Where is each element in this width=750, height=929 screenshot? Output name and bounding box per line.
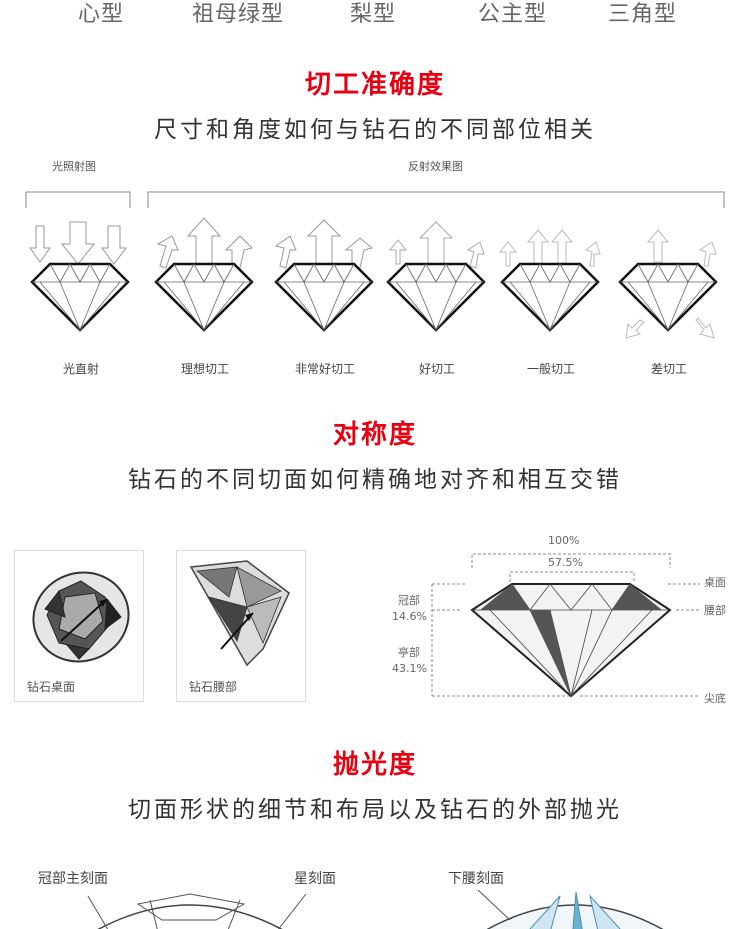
polish-diagram: [87, 889, 664, 929]
polish-title: 抛光度: [332, 750, 417, 780]
photo2-caption: 钻石腰部: [189, 680, 238, 694]
diamond-ideal: [154, 262, 254, 332]
diamond-poor: [618, 262, 718, 332]
girdle-label: 腰部: [704, 604, 726, 617]
label-ideal: 理想切工: [180, 362, 229, 376]
diamond-table-photo: 钻石桌面: [14, 550, 144, 702]
label-good: 好切工: [418, 362, 455, 376]
diamond-good: [386, 262, 486, 332]
table-label: 桌面: [704, 576, 726, 589]
cut-title: 切工准确度: [304, 70, 445, 100]
crown-label: 冠部: [398, 594, 420, 607]
label-star: 星刻面: [294, 871, 336, 887]
label-crown-main: 冠部主刻面: [38, 871, 108, 887]
diamond-very-good: [274, 262, 374, 332]
shape-pear: 梨型: [350, 2, 397, 27]
shape-emerald: 祖母绿型: [192, 2, 285, 27]
shape-triangle: 三角型: [608, 2, 678, 27]
pct-total: 100%: [548, 534, 580, 547]
diamond-girdle-photo: 钻石腰部: [176, 550, 306, 702]
diamond-fair: [500, 262, 600, 332]
pct-table: 57.5%: [548, 556, 583, 569]
label-fair: 一般切工: [526, 362, 575, 376]
pavilion-pct: 43.1%: [392, 662, 427, 675]
cut-subtitle: 尺寸和角度如何与钻石的不同部位相关: [154, 117, 596, 143]
photo1-caption: 钻石桌面: [27, 680, 76, 694]
symmetry-subtitle: 钻石的不同切面如何精确地对齐和相互交错: [128, 467, 622, 493]
diamond-light-direct: [30, 262, 130, 332]
label-very-good: 非常好切工: [294, 362, 355, 376]
polish-subtitle: 切面形状的细节和布局以及钻石的外部抛光: [128, 797, 622, 823]
symmetry-title: 对称度: [332, 420, 417, 450]
shape-heart: 心型: [78, 2, 125, 27]
label-poor: 差切工: [650, 362, 687, 376]
label-light-direct: 光直射: [62, 362, 99, 376]
reflect-diagram-label: 反射效果图: [408, 160, 463, 173]
diamond-girdle-image: [189, 560, 290, 667]
pavilion-label: 亭部: [398, 646, 420, 659]
shape-princess: 公主型: [478, 2, 548, 27]
culet-label: 尖底: [704, 692, 726, 705]
diamond-table-image: [32, 571, 130, 663]
light-diagram-label: 光照射图: [52, 160, 96, 173]
crown-pct: 14.6%: [392, 610, 427, 623]
proportion-diagram: [431, 553, 700, 698]
label-lower-girdle: 下腰刻面: [448, 871, 504, 887]
cut-diagram: [25, 191, 725, 339]
